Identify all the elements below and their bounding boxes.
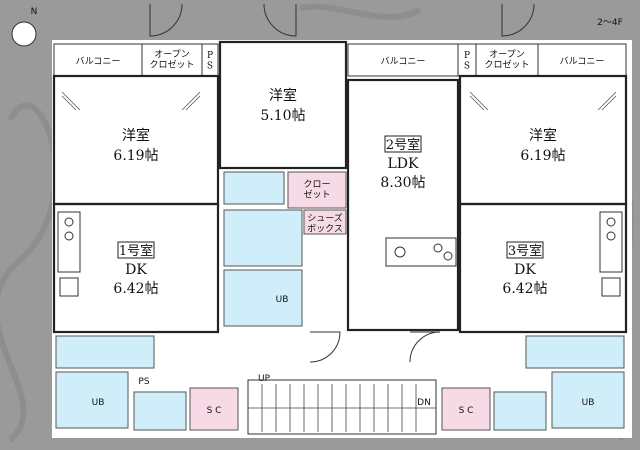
unit-2	[218, 40, 460, 332]
unit-1-closet-label: オープンクロゼット	[149, 49, 194, 70]
unit-2-ldk	[346, 78, 460, 332]
unit-2-bedroom-size: 5.10帖	[260, 108, 305, 124]
north-label: N	[31, 7, 38, 17]
unit-1-balcony-label: バルコニー	[76, 56, 121, 67]
unit-2-ldk-size: 8.30帖	[380, 175, 425, 191]
stairs-dn-label: DN	[417, 398, 431, 408]
unit-3-bedroom-size: 6.19帖	[520, 148, 565, 164]
unit-3-washroom	[525, 335, 625, 369]
unit-2-balcony-label: バルコニー	[381, 56, 426, 67]
unit-3-dk	[458, 202, 628, 334]
door-swings	[149, 3, 535, 363]
unit-1-number: 1号室	[119, 243, 153, 259]
unit-3-closet-label: オープンクロゼット	[484, 49, 529, 70]
unit-2-balcony	[347, 43, 459, 77]
unit-2-washroom	[223, 209, 303, 267]
unit-2-kitchen-counter	[385, 237, 457, 267]
unit-1-fridge	[59, 277, 79, 297]
unit-2-bedroom-label: 洋室	[269, 87, 297, 104]
unit-2-number-box	[384, 135, 422, 153]
unit-3-dk-size: 6.42帖	[502, 281, 547, 297]
unit-1-ub-label: UB	[92, 398, 105, 408]
staircase	[247, 379, 437, 435]
unit-3	[441, 43, 628, 431]
unit-1-ps-small: PS	[138, 377, 149, 387]
unit-1-dk-label: DK	[125, 262, 147, 278]
unit-2-bedroom	[218, 40, 348, 170]
unit-1-dk	[52, 202, 220, 334]
unit-3-balcony-label: バルコニー	[560, 56, 605, 67]
unit-2-number: 2号室	[386, 137, 420, 153]
unit-1	[52, 43, 239, 431]
building-footprint	[52, 40, 632, 438]
unit-2-ub-label: UB	[276, 295, 289, 305]
unit-2-toilet	[223, 171, 285, 205]
unit-1-sc-label: S C	[207, 406, 222, 416]
unit-1-toilet	[133, 391, 187, 431]
unit-2-ldk-label: LDK	[388, 156, 420, 172]
unit-2-bath	[223, 269, 303, 327]
unit-3-sc-label: S C	[459, 406, 474, 416]
unit-3-dk-label: DK	[514, 262, 536, 278]
unit-2-closet	[287, 171, 347, 209]
unit-2-closet-label: クローゼット	[303, 179, 330, 200]
unit-3-toilet	[493, 391, 547, 431]
unit-3-fridge	[601, 277, 621, 297]
unit-1-kitchen-counter	[57, 211, 81, 273]
unit-3-number-box	[506, 241, 544, 259]
unit-1-dk-size: 6.42帖	[113, 281, 158, 297]
unit-2-shoebox-label: シューズボックス	[307, 212, 343, 234]
north-arrow-icon: N	[11, 7, 38, 47]
unit-1-bedroom-label: 洋室	[122, 127, 150, 144]
unit-3-bedroom-label: 洋室	[529, 127, 557, 144]
unit-3-number: 3号室	[508, 243, 542, 259]
unit-1-bath	[55, 371, 129, 429]
unit-3-balcony	[537, 43, 627, 77]
unit-3-kitchen-counter	[599, 211, 623, 273]
unit-1-washroom	[55, 335, 155, 369]
stairs-up-label: UP	[258, 374, 271, 384]
unit-2-shoebox	[303, 209, 347, 235]
unit-1-number-box	[117, 241, 155, 259]
floor-label: 2～4F	[597, 18, 623, 28]
unit-1-bedroom-size: 6.19帖	[113, 148, 158, 164]
unit-3-ub-label: UB	[582, 398, 595, 408]
unit-3-storage	[441, 387, 491, 431]
unit-3-bath	[551, 371, 625, 429]
unit-1-storage	[189, 387, 239, 431]
